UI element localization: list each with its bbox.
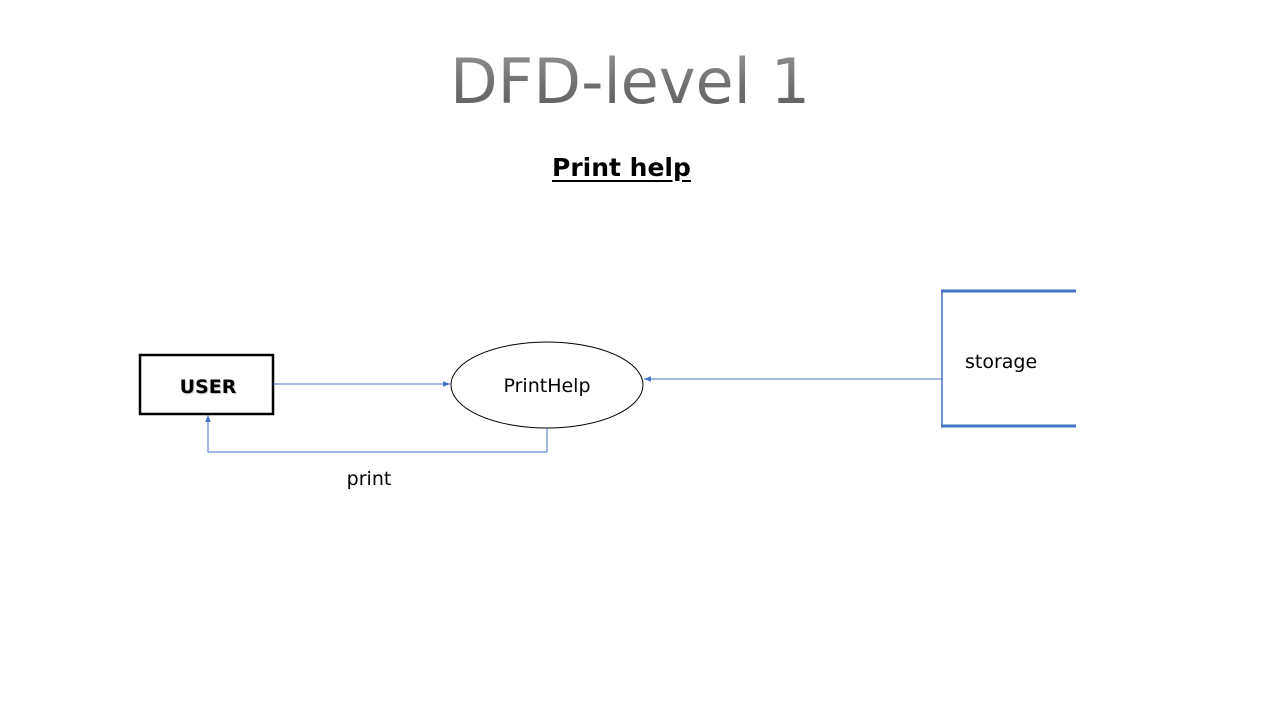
external-entity-user[interactable]: USER xyxy=(138,353,275,416)
slide-subtitle: Print help xyxy=(552,153,691,182)
user-box xyxy=(138,353,275,416)
store-label: storage xyxy=(965,351,1037,373)
data-store-storage[interactable]: storage xyxy=(941,289,1076,428)
process-printhelp[interactable]: PrintHelp xyxy=(450,341,644,429)
flow-process-to-user xyxy=(205,415,548,453)
process-label: PrintHelp xyxy=(503,375,590,397)
flow-print-label: print xyxy=(347,468,392,490)
user-label: USER xyxy=(180,376,237,398)
slide-title: DFD-level 1 xyxy=(0,42,1260,122)
